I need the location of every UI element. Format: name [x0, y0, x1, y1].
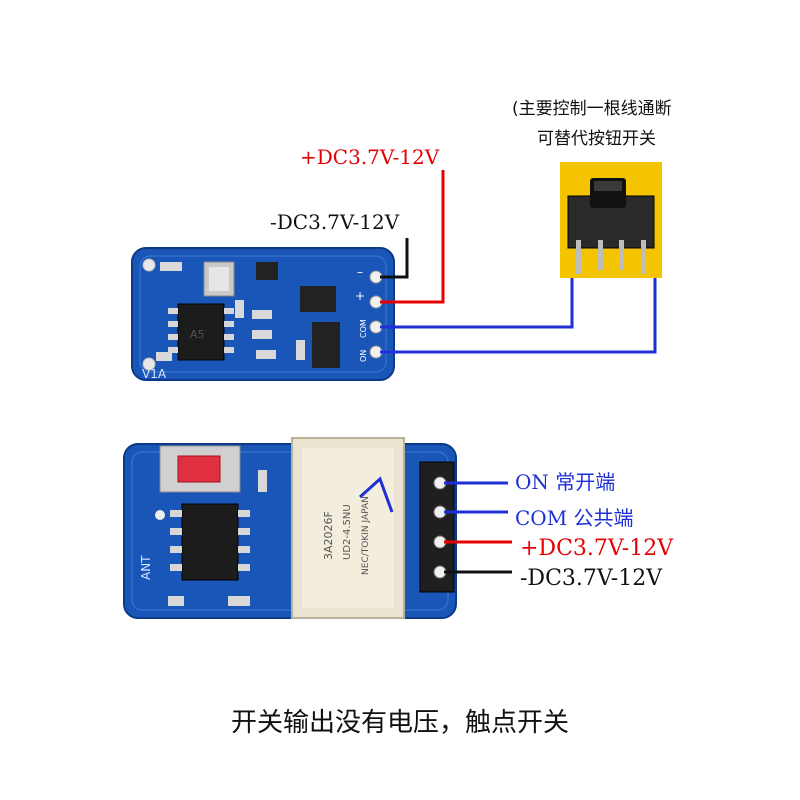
- top-on-wire: [380, 260, 657, 354]
- top-gnd-wire: [380, 238, 409, 279]
- on-terminal-label: ON 常开端: [515, 470, 616, 494]
- relay-marking-3: NEC/TOKIN JAPAN: [361, 496, 371, 575]
- top-vcc-label: +DC3.7V-12V: [300, 145, 440, 169]
- top-pin-plus: +: [355, 289, 365, 303]
- relay-marking-2: UD2-4.5NU: [342, 504, 353, 560]
- top-receiver-board: A5 V1A + –: [131, 247, 395, 381]
- top-pin-on: ON: [359, 350, 368, 362]
- relay-marking-1: 3A2026F: [322, 511, 335, 560]
- push-button-icon: [560, 162, 662, 278]
- top-gnd-label: -DC3.7V-12V: [270, 210, 400, 234]
- top-chip-marking: A5: [190, 328, 205, 341]
- com-terminal-label: COM 公共端: [515, 506, 634, 530]
- caption: 开关输出没有电压，触点开关: [230, 708, 569, 738]
- button-note-line2: 可替代按钮开关: [537, 129, 656, 149]
- top-pin-minus: –: [357, 265, 363, 279]
- bottom-switch-symbol: [358, 476, 394, 513]
- top-com-wire: [380, 260, 574, 329]
- bottom-relay-board: 3A2026F UD2-4.5NU NEC/TOKIN JAPAN ANT: [123, 437, 457, 619]
- bottom-board-marking: ANT: [139, 555, 153, 580]
- top-board-marking: V1A: [142, 367, 167, 381]
- bottom-gnd-label: -DC3.7V-12V: [520, 566, 663, 591]
- top-pin-com: COM: [359, 319, 368, 338]
- top-vcc-wire: [380, 170, 445, 304]
- bottom-vcc-label: +DC3.7V-12V: [520, 536, 674, 561]
- button-note-line1: (主要控制一根线通断: [512, 99, 672, 119]
